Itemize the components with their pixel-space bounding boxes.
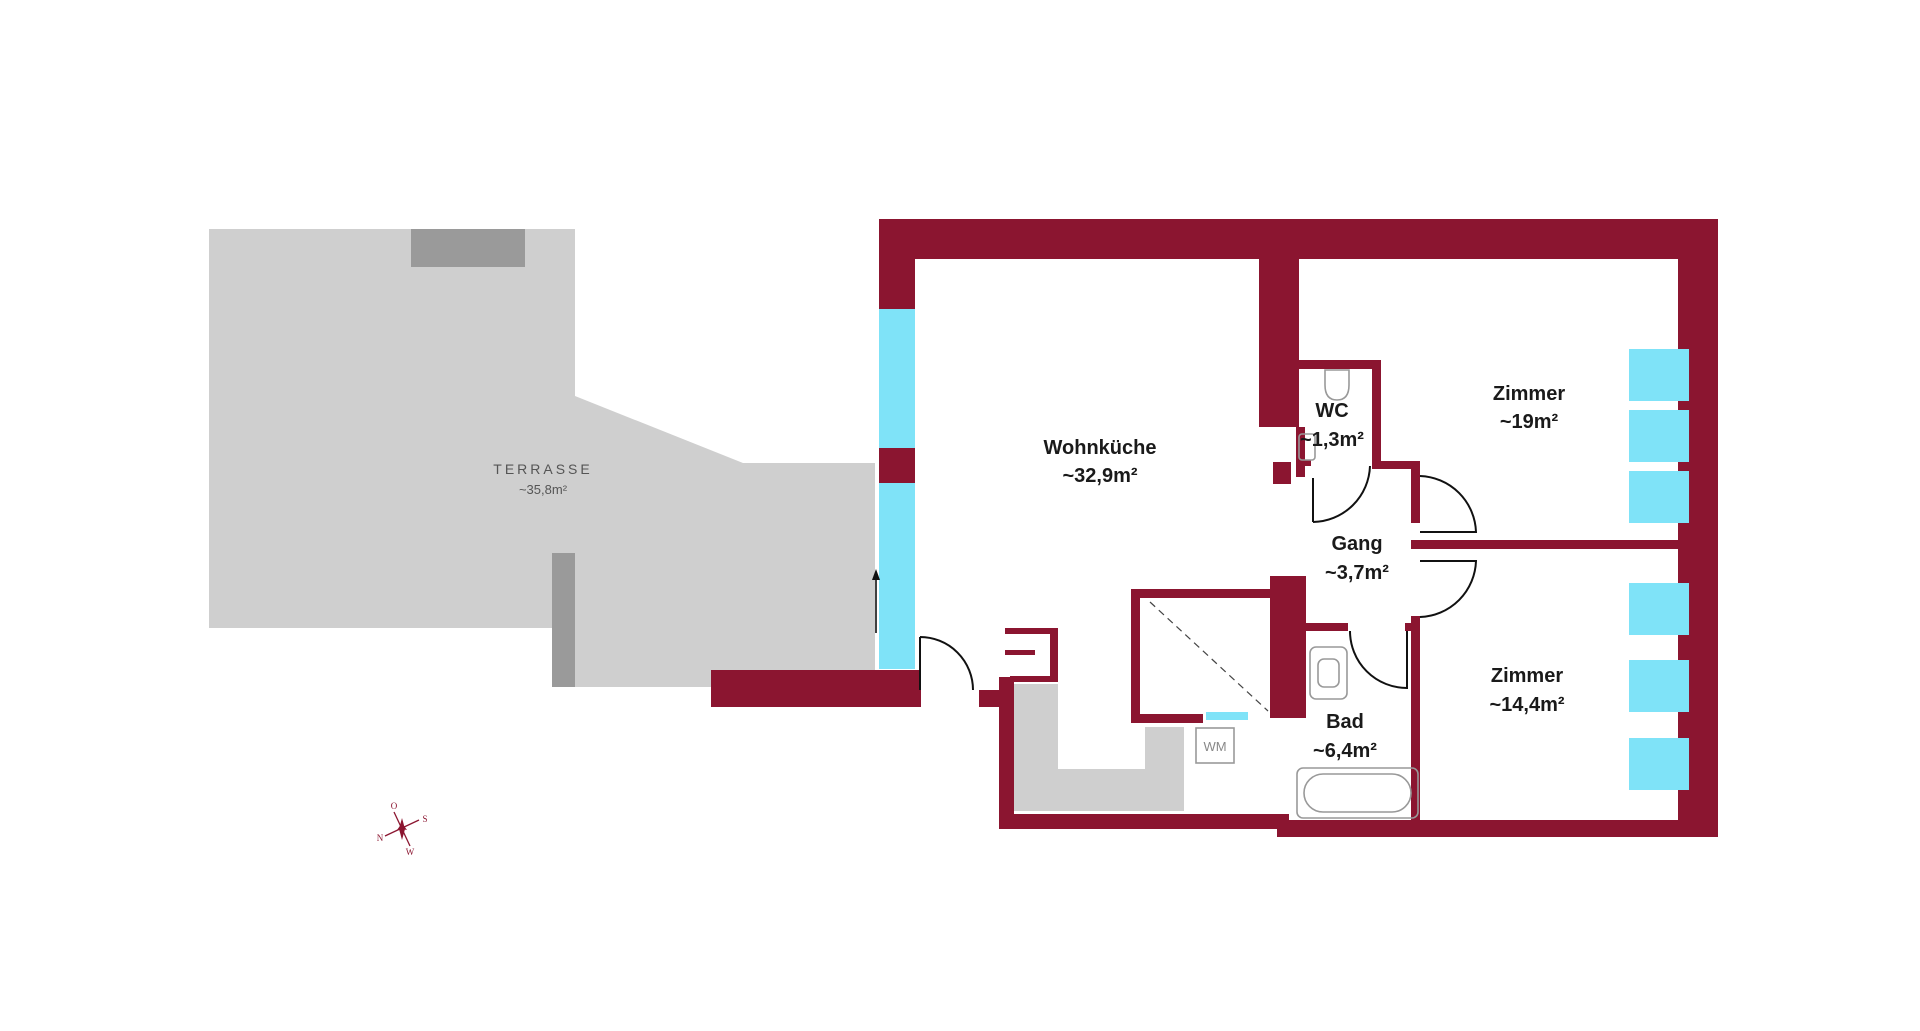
room-area: ~32,9m² [1062, 465, 1137, 487]
window-living-upper [879, 309, 915, 448]
window-zimmer1-c [1629, 471, 1689, 523]
wall-bad-top [1306, 623, 1348, 631]
wall-shower-bottom [1131, 714, 1203, 723]
walls [711, 219, 1718, 837]
wall-wc-block [1273, 462, 1291, 484]
wall-bad-block [1270, 576, 1306, 718]
bathtub-icon [1296, 767, 1419, 819]
compass-s: S [422, 814, 427, 824]
room-label-bad: Bad ~6,4m² [1313, 711, 1377, 762]
wall-partition-vertical [1259, 219, 1299, 427]
doors [919, 465, 1478, 691]
door-entry [919, 636, 974, 691]
wall-right [1678, 219, 1718, 837]
wall-gang-zimmer [1411, 461, 1420, 523]
room-name: Bad [1326, 711, 1364, 733]
terrace [209, 229, 875, 687]
room-label-wc: WC ~1,3m² [1300, 400, 1364, 451]
wall-storage-inner [1010, 676, 1058, 682]
toilet-icon [1324, 369, 1350, 401]
wall-wc-right [1372, 360, 1381, 468]
shower-diagonal [1149, 601, 1269, 712]
door-wc [1312, 465, 1371, 523]
room-name: Gang [1331, 533, 1382, 555]
window-living-lower [879, 483, 915, 669]
room-area: ~19m² [1500, 411, 1559, 433]
door-zimmer1 [1419, 475, 1478, 533]
terrace-planter-side [552, 553, 575, 687]
bathtub-basin [1303, 773, 1412, 813]
room-area: ~6,4m² [1313, 740, 1377, 762]
room-label-gang: Gang ~3,7m² [1325, 533, 1389, 584]
wall-storage-top [1005, 628, 1057, 634]
compass-o: O [391, 801, 398, 811]
room-name: Zimmer [1491, 665, 1563, 687]
wall-gang-top [1372, 461, 1418, 469]
room-name: WC [1315, 400, 1348, 422]
storage-area [1014, 684, 1184, 811]
window-zimmer2-c [1629, 738, 1689, 790]
wall-bottom-right [1277, 820, 1718, 837]
window-zimmer1-a [1629, 349, 1689, 401]
wall-bottom [999, 814, 1289, 829]
room-label-zimmer1: Zimmer ~19m² [1493, 383, 1565, 433]
wall-storage-post [1050, 628, 1058, 676]
door-bad [1349, 630, 1408, 690]
wall-storage-ledge [1005, 650, 1035, 655]
fixtures [1195, 369, 1419, 819]
wall-left-mid [879, 448, 915, 483]
room-area: ~14,4m² [1489, 694, 1564, 716]
washing-machine-label: WM [1203, 739, 1226, 754]
wall-storage-left [999, 677, 1014, 829]
compass-rose-icon: O S N W [377, 801, 428, 857]
terrace-area [209, 229, 875, 687]
room-area: ~1,3m² [1300, 429, 1364, 451]
wall-left-upper [879, 219, 915, 309]
wall-zimmer2-left [1411, 616, 1420, 830]
window-zimmer2-b [1629, 660, 1689, 712]
washing-machine-icon [1195, 727, 1235, 764]
wall-zimmer-split [1411, 540, 1681, 549]
wall-shower-top [1131, 589, 1276, 598]
up-arrow-icon [872, 569, 880, 633]
compass-w: W [406, 847, 415, 857]
wall-shower-left [1131, 589, 1140, 723]
room-name: Zimmer [1493, 383, 1565, 405]
wall-wc-bottom [1296, 460, 1311, 466]
bad-sink-icon [1309, 646, 1348, 700]
compass-n: N [377, 833, 384, 843]
door-zimmer2 [1419, 560, 1478, 618]
terrace-planter-top [411, 229, 525, 267]
room-name: Wohnküche [1044, 437, 1157, 459]
window-bad [1206, 712, 1248, 720]
wc-sink-icon [1298, 433, 1316, 461]
wall-wc-left-stub [1296, 427, 1305, 477]
wall-wc-top [1296, 360, 1380, 369]
wall-bad-stub [1405, 623, 1415, 631]
windows [879, 309, 1689, 790]
room-label-wohnkueche: Wohnküche ~32,9m² [1044, 437, 1157, 487]
window-zimmer1-b [1629, 410, 1689, 462]
terrace-name: TERRASSE [493, 461, 592, 477]
bad-sink-basin [1317, 658, 1340, 688]
wall-bottom-left [711, 670, 921, 707]
room-label-zimmer2: Zimmer ~14,4m² [1489, 665, 1564, 716]
window-zimmer2-a [1629, 583, 1689, 635]
terrace-area-text: ~35,8m² [519, 482, 568, 497]
room-area: ~3,7m² [1325, 562, 1389, 584]
terrace-label: TERRASSE ~35,8m² [493, 461, 592, 497]
